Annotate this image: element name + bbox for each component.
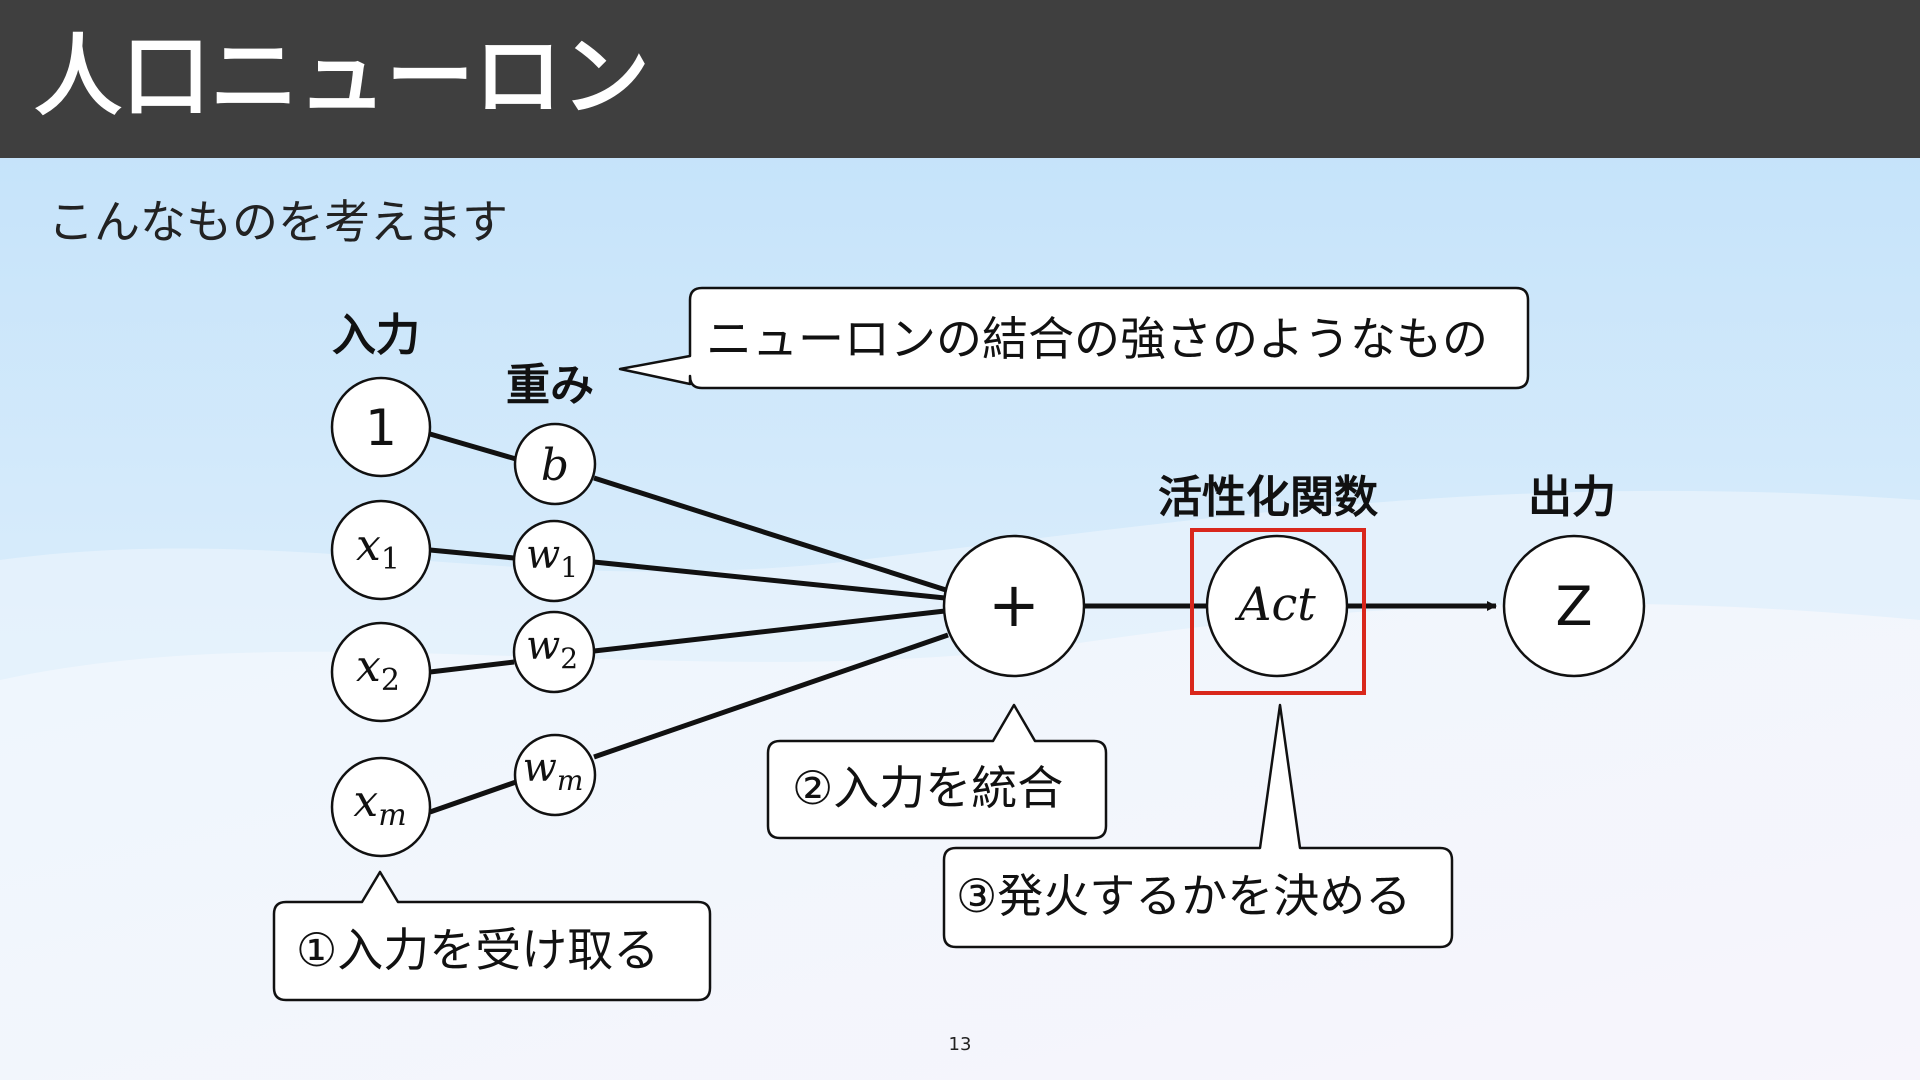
input-node-x2-sub: 2 [381,663,400,698]
weight-node-w1-sub: 1 [560,551,578,584]
edge-x2-w2 [429,659,515,675]
input-node-x2: x2 [330,621,432,723]
label-input: 入力 [332,310,420,361]
edge-w2-sum [593,608,946,654]
input-node-xm: xm [330,756,432,858]
input-node-1: 1 [330,376,432,478]
sum-node-label: + [988,568,1040,641]
weight-node-w2-base: w [526,623,560,669]
edge-b-sum [593,475,947,593]
weight-node-w1: w1 [512,519,596,603]
edge-1-b [429,431,517,462]
callout-weight-note-text: ニューロンの結合の強さのようなもの [706,312,1488,366]
svg-text:w2: w2 [526,623,578,675]
slide-subtitle: こんなものを考えます [48,195,508,249]
svg-text:w1: w1 [526,532,578,584]
edge-wm-sum [593,632,949,760]
callout-step3: ③発火するかを決める [942,703,1454,949]
label-output: 出力 [1528,472,1616,523]
input-node-xm-base: x [353,776,378,827]
activation-node-label: Act [1234,577,1316,631]
slide-title: 人口ニューロン [34,25,651,128]
callout-step2: ②入力を統合 [766,703,1108,840]
header-bar: 人口ニューロン [0,0,1920,158]
callout-weight-note: ニューロンの結合の強さのようなもの [618,286,1530,390]
weight-node-w1-base: w [526,532,560,578]
callout-step3-text: ③発火するかを決める [956,869,1411,923]
weight-node-wm-base: w [523,745,557,791]
svg-text:x2: x2 [356,641,400,698]
activation-node: Act [1205,534,1349,678]
output-node-label: Z [1556,575,1593,638]
edge-x1-w1 [429,547,515,561]
output-node: Z [1502,534,1646,678]
input-node-x1-base: x [356,520,381,571]
callout-step1-text: ①入力を受け取る [296,923,659,977]
label-weight: 重み [506,360,594,411]
input-node-x1: x1 [330,499,432,601]
weight-node-b: b [513,422,597,506]
edge-xm-wm [429,779,517,815]
callout-step1: ①入力を受け取る [272,870,712,1002]
input-node-xm-sub: m [378,798,406,833]
sum-node: + [942,534,1086,678]
weight-node-wm: wm [513,733,597,817]
input-weight-connections [429,431,517,815]
svg-text:x1: x1 [356,520,400,577]
input-node-1-label: 1 [365,399,397,457]
weight-node-b-label: b [541,440,569,491]
page-number: 13 [948,1034,972,1055]
weight-node-wm-sub: m [557,764,584,797]
input-node-x1-sub: 1 [381,542,400,577]
label-activation-fn: 活性化関数 [1158,472,1378,523]
svg-text:xm: xm [353,776,406,833]
weight-node-w2-sub: 2 [560,642,578,675]
activation-highlight-box [1190,528,1366,695]
weight-sum-connections [593,475,949,760]
svg-text:wm: wm [523,745,584,797]
callout-step2-text: ②入力を統合 [792,761,1063,815]
input-node-x2-base: x [356,641,381,692]
weight-node-w2: w2 [512,610,596,694]
edge-w1-sum [593,559,946,601]
